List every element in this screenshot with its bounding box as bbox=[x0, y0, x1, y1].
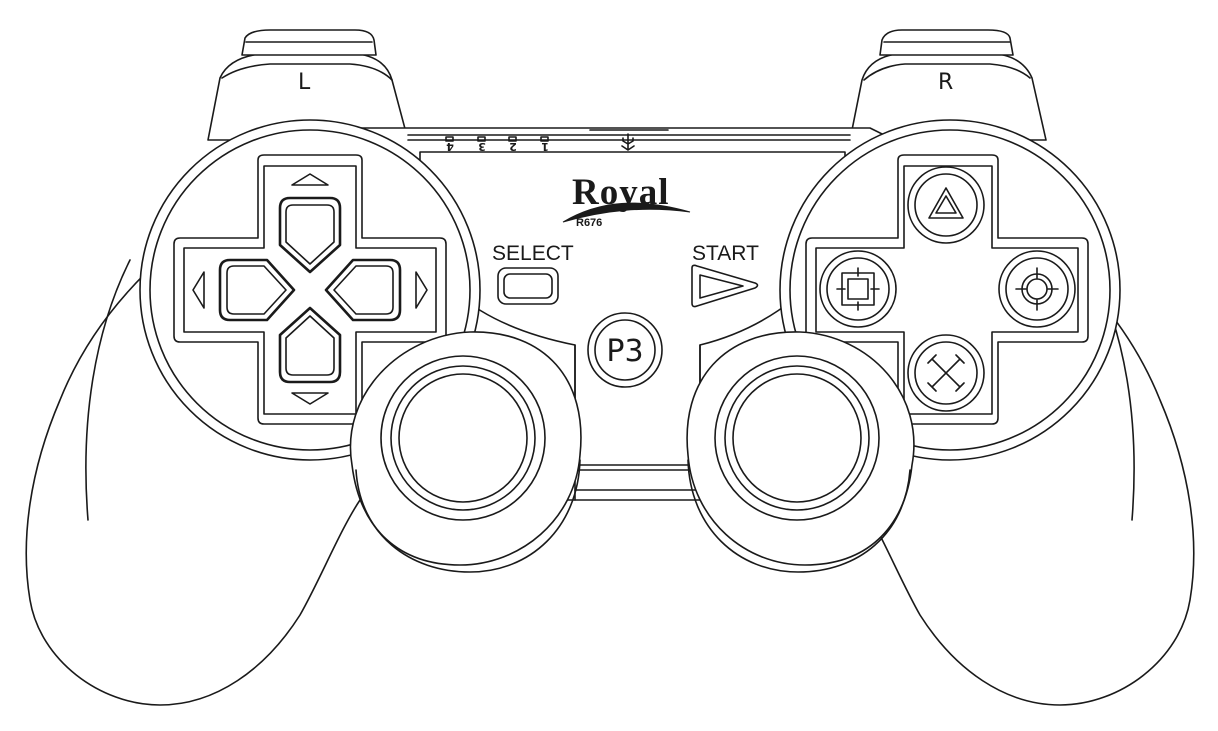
svg-text:4: 4 bbox=[446, 140, 454, 153]
dpad-up-button[interactable] bbox=[278, 196, 342, 274]
dpad-left-button[interactable] bbox=[218, 258, 296, 322]
player-led-3: 3 bbox=[477, 136, 486, 153]
left-analog-stick[interactable] bbox=[349, 331, 582, 573]
brand-logo: Royal R676 bbox=[562, 172, 691, 229]
circle-button[interactable] bbox=[998, 250, 1076, 328]
svg-text:2: 2 bbox=[509, 140, 517, 153]
p3-home-button[interactable]: P3 bbox=[587, 312, 663, 388]
triangle-button[interactable] bbox=[907, 166, 985, 244]
left-grip-contour bbox=[85, 259, 131, 521]
svg-text:3: 3 bbox=[478, 140, 486, 153]
svg-text:1: 1 bbox=[541, 140, 549, 153]
select-button[interactable] bbox=[497, 267, 559, 305]
select-label: SELECT bbox=[492, 242, 574, 265]
cross-button[interactable] bbox=[907, 334, 985, 412]
right-analog-stick[interactable] bbox=[686, 331, 915, 573]
dpad-down-button[interactable] bbox=[278, 306, 342, 384]
left-shoulder-button[interactable]: L bbox=[207, 29, 409, 141]
left-shoulder-label: L bbox=[298, 70, 311, 95]
square-button[interactable] bbox=[819, 250, 897, 328]
triangle-icon bbox=[928, 187, 964, 219]
home-button-label: P3 bbox=[606, 334, 643, 369]
square-icon bbox=[836, 267, 880, 311]
player-led-1: 1 bbox=[540, 136, 549, 153]
right-shoulder-button[interactable]: R bbox=[849, 29, 1047, 141]
start-label: START bbox=[692, 242, 759, 265]
dpad-right-button[interactable] bbox=[324, 258, 402, 322]
usb-icon bbox=[621, 133, 635, 151]
circle-icon bbox=[1015, 267, 1059, 311]
player-led-4: 4 bbox=[445, 136, 454, 153]
player-led-2: 2 bbox=[508, 136, 517, 153]
model-number: R676 bbox=[576, 217, 602, 229]
cross-icon bbox=[927, 354, 965, 392]
right-shoulder-label: R bbox=[938, 70, 953, 95]
